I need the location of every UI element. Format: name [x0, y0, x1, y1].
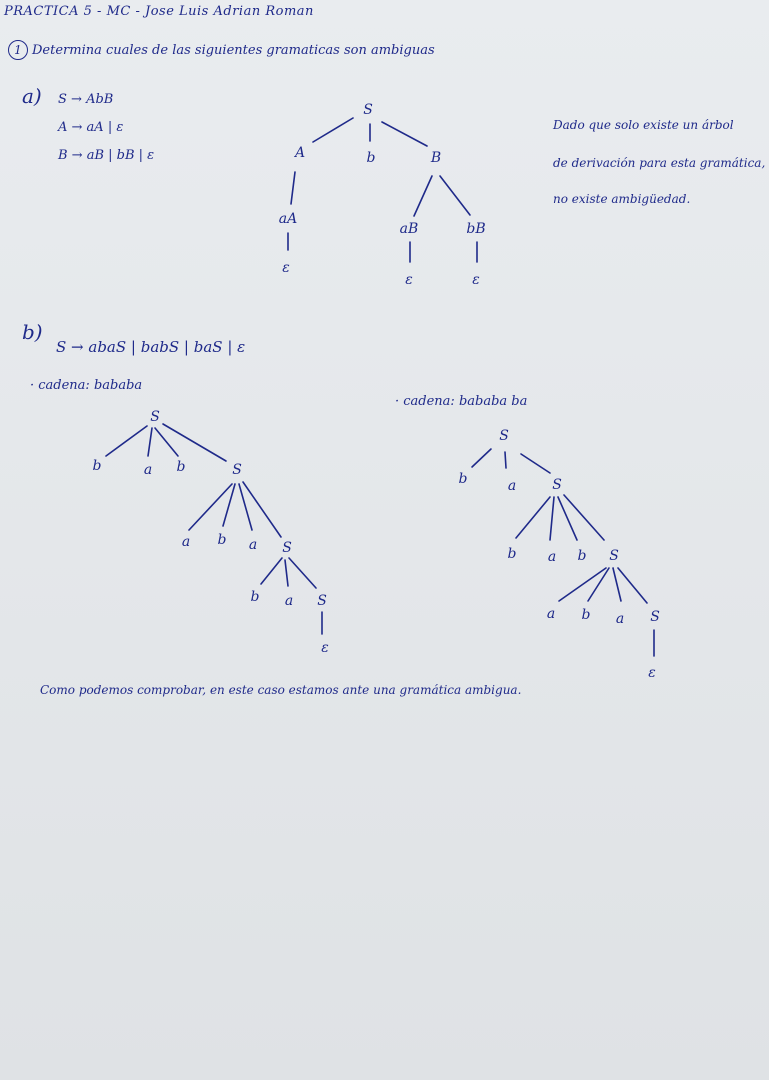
- tree-b-right-node: S: [499, 428, 509, 444]
- part-a-note-line-2: de derivación para esta gramática,: [553, 156, 766, 170]
- tree-edge: [515, 496, 551, 539]
- tree-b-right-node: S: [650, 609, 660, 625]
- tree-b-left-node: S: [232, 462, 242, 478]
- tree-a-node: aA: [278, 211, 298, 227]
- tree-edge: [162, 423, 227, 462]
- tree-a-node: bB: [466, 221, 486, 237]
- right-tree-caption: · cadena: bababa ba: [395, 394, 528, 409]
- exercise-prompt-text: Determina cuales de las siguientes grama…: [32, 43, 435, 58]
- tree-edge: [587, 567, 610, 602]
- tree-edge: [222, 483, 236, 527]
- grammar-rule-b: B → aB | bB | ε: [58, 148, 155, 163]
- tree-edge: [612, 567, 622, 602]
- grammar-rule-a: A → aA | ε: [58, 120, 124, 135]
- tree-b-right-node: b: [577, 548, 587, 564]
- left-tree-caption: · cadena: bababa: [30, 378, 143, 393]
- tree-edge: [260, 557, 283, 585]
- tree-a-node: ε: [472, 272, 480, 288]
- tree-a-node: B: [430, 150, 442, 166]
- tree-edge: [617, 567, 648, 604]
- tree-edge: [284, 559, 289, 587]
- tree-edge: [147, 427, 153, 457]
- tree-b-right-node: b: [507, 546, 517, 562]
- tree-edge: [290, 171, 296, 205]
- tree-edge: [242, 481, 282, 538]
- tree-b-left-node: S: [317, 593, 327, 609]
- tree-edge: [563, 494, 605, 541]
- tree-b-right-node: a: [615, 611, 625, 627]
- tree-edge: [557, 496, 578, 541]
- tree-edge: [504, 451, 507, 469]
- tree-a-node: aB: [399, 221, 419, 237]
- conclusion-text: Como podemos comprobar, en este caso est…: [40, 683, 522, 697]
- tree-a-node: A: [294, 145, 306, 161]
- tree-b-right-node: a: [547, 549, 557, 565]
- tree-b-right-node: a: [546, 606, 556, 622]
- tree-edge: [312, 117, 354, 143]
- tree-b-right-node: ε: [648, 665, 656, 681]
- tree-edge: [381, 121, 428, 147]
- tree-b-left-node: a: [248, 537, 258, 553]
- tree-edge: [288, 557, 317, 589]
- tree-b-right-node: b: [458, 471, 468, 487]
- tree-edge: [238, 483, 253, 531]
- tree-edge: [558, 567, 607, 602]
- tree-a-node: S: [363, 102, 373, 118]
- tree-b-right-node: S: [552, 477, 562, 493]
- tree-edge: [188, 483, 233, 531]
- part-b-grammar-rule: S → abaS | babS | baS | ε: [56, 338, 246, 356]
- part-a-note-line-3: no existe ambigüedad.: [553, 192, 691, 206]
- grammar-rule-s: S → AbB: [58, 92, 114, 107]
- tree-edge: [105, 425, 148, 457]
- part-a-label: a): [22, 84, 42, 108]
- tree-a-node: ε: [405, 272, 413, 288]
- tree-b-left-node: a: [181, 534, 191, 550]
- tree-b-left-node: b: [176, 459, 186, 475]
- tree-a-node: b: [366, 150, 376, 166]
- tree-a-node: ε: [282, 260, 290, 276]
- tree-b-right-node: S: [609, 548, 619, 564]
- tree-b-left-node: a: [143, 462, 153, 478]
- tree-b-left-node: a: [284, 593, 294, 609]
- tree-b-left-node: S: [282, 540, 292, 556]
- tree-b-left-node: b: [92, 458, 102, 474]
- tree-edge: [549, 496, 555, 541]
- part-b-label: b): [22, 320, 43, 344]
- exercise-prompt: 1 Determina cuales de las siguientes gram…: [8, 40, 435, 60]
- tree-b-left-node: S: [150, 409, 160, 425]
- tree-edge: [520, 453, 551, 474]
- page-title: PRACTICA 5 - MC - Jose Luis Adrian Roman: [4, 4, 314, 19]
- exercise-number: 1: [8, 40, 28, 60]
- tree-edge: [471, 448, 492, 468]
- tree-edge: [439, 175, 471, 216]
- tree-edge: [413, 175, 433, 217]
- part-a-note-line-1: Dado que solo existe un árbol: [553, 118, 734, 132]
- tree-b-right-node: a: [507, 478, 517, 494]
- tree-b-left-node: b: [217, 532, 227, 548]
- tree-edge: [154, 427, 179, 457]
- tree-b-left-node: ε: [321, 640, 329, 656]
- tree-b-left-node: b: [250, 589, 260, 605]
- tree-b-right-node: b: [581, 607, 591, 623]
